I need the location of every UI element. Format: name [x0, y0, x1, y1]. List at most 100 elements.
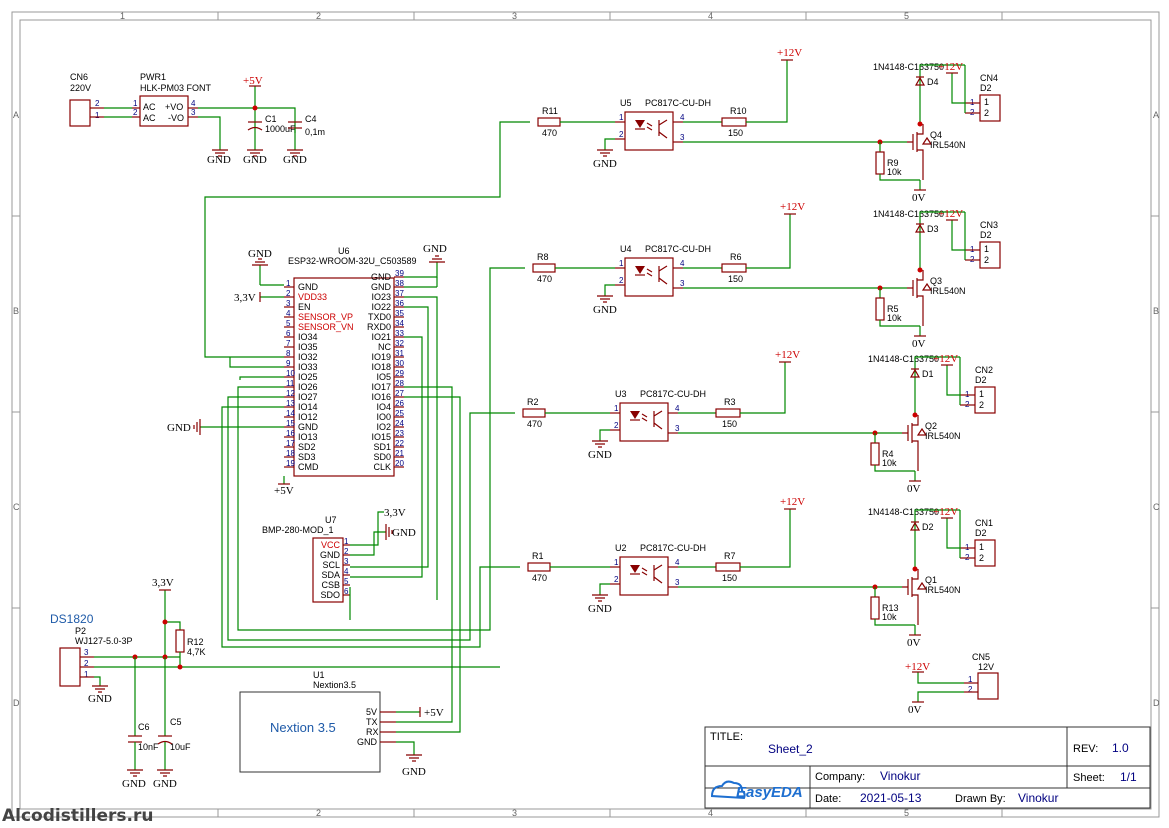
esp-pin-name: IO2 [376, 422, 391, 432]
light-arrows-icon [641, 567, 648, 576]
esp-pin-number: 29 [395, 369, 404, 378]
esp-pin-name: IO23 [371, 292, 391, 302]
input-resistor-value: 470 [532, 573, 547, 583]
light-arrows-icon [646, 122, 653, 131]
output-connector [979, 241, 1001, 269]
nextion-ref: U1 [313, 670, 325, 680]
esp-pin-number: 14 [286, 409, 295, 418]
output-resistor-value: 150 [722, 573, 737, 583]
wire [919, 211, 965, 222]
bmp280-module: U7 BMP-280-MOD_1 1VCC2GND3SCL4SDA5CSB6SD… [262, 507, 416, 603]
wire [951, 73, 965, 104]
phototransistor-icon [658, 119, 668, 139]
diode-ref: D4 [927, 77, 939, 87]
psu-gnd-1: GND [207, 154, 231, 166]
diode-icon [914, 223, 926, 233]
connector-ref: CN2 [975, 365, 993, 375]
diode-ref: D1 [922, 369, 934, 379]
bmp-pin-name: CSB [321, 580, 340, 590]
svg-text:1: 1 [968, 675, 973, 684]
esp-pin-number: 22 [395, 439, 404, 448]
junction [917, 267, 923, 273]
bmp-gnd-label: GND [392, 527, 416, 539]
esp-pin-number: 3 [286, 299, 291, 308]
svg-text:3: 3 [84, 648, 89, 657]
optocoupler-value: PC817C-CU-DH [640, 389, 706, 399]
svg-text:2: 2 [84, 659, 89, 668]
opto-gnd-label: GND [593, 158, 617, 170]
mosfet-ref: Q4 [930, 130, 942, 140]
p2-value: WJ127-5.0-3P [75, 636, 133, 646]
opto-pin-num: 4 [680, 113, 685, 122]
frame-col-3-bottom: 3 [512, 808, 517, 818]
tb-sheet-label: Sheet: [1073, 772, 1105, 784]
connector-ref: CN3 [980, 220, 998, 230]
c4-ref: C4 [305, 114, 317, 124]
frame-row-c-right: C [1153, 502, 1160, 512]
esp-pin-name: IO35 [298, 342, 318, 352]
opto-pin-num: 3 [680, 279, 685, 288]
esp-pin-number: 10 [286, 369, 295, 378]
pwr1-ac-1: AC [143, 102, 156, 112]
phototransistor-icon [658, 265, 668, 285]
frame-row-d: D [13, 698, 20, 708]
opto-pin-num: 1 [614, 404, 619, 413]
connector-12v-label: +12V [933, 353, 958, 365]
frame-col-2-bottom: 2 [316, 808, 321, 818]
esp-pin-name: IO17 [371, 382, 391, 392]
wire [879, 320, 920, 327]
esp-pin-number: 17 [286, 439, 295, 448]
nextion-body-label: Nextion 3.5 [270, 720, 336, 735]
esp-pin-name: IO16 [371, 392, 391, 402]
optocoupler-value: PC817C-CU-DH [640, 543, 706, 553]
bmp-pin-name: SCL [322, 560, 340, 570]
frame-col-5: 5 [904, 11, 909, 21]
bmp-pin-number: 4 [344, 567, 349, 576]
optocoupler-value: PC817C-CU-DH [645, 244, 711, 254]
frame-row-a-right: A [1153, 110, 1159, 120]
esp-pin-number: 5 [286, 319, 291, 328]
gate-resistor-ref: R9 [887, 158, 899, 168]
cn5-block: CN5 12V 12 +12V 0V [905, 652, 999, 716]
wire [914, 509, 960, 520]
nextion-5v-label: +5V [424, 707, 444, 719]
opto-gnd-label: GND [593, 304, 617, 316]
diode-value: 1N4148-C163750 [868, 354, 939, 364]
bmp-pin-number: 5 [344, 577, 349, 586]
wire [946, 365, 960, 396]
tb-sheet: 1/1 [1120, 770, 1137, 784]
tb-date: 2021-05-13 [860, 791, 922, 805]
esp-pin-name: GND [298, 422, 319, 432]
channel-12v-label: +12V [780, 201, 805, 213]
led-icon [630, 565, 640, 573]
tb-drawn: Vinokur [1018, 791, 1058, 805]
wire [874, 465, 915, 472]
phototransistor-icon [653, 410, 663, 430]
connector-value: D2 [980, 83, 992, 93]
esp-pin-name: SD3 [298, 452, 316, 462]
nextion-display: U1 Nextion3.5 Nextion 3.5 5V TX RX GND +… [239, 670, 444, 778]
watermark: Alcodistillers.ru [2, 806, 153, 826]
svg-text:1: 1 [95, 111, 100, 120]
gate-resistor-value: 10k [887, 313, 902, 323]
mcu-wiring [204, 121, 530, 733]
connector-12v-label: +12V [933, 506, 958, 518]
connector-ref: CN4 [980, 73, 998, 83]
optocoupler-value: PC817C-CU-DH [645, 98, 711, 108]
esp-pin-number: 32 [395, 339, 404, 348]
output-resistor-ref: R6 [730, 252, 742, 262]
esp-pin-number: 38 [395, 279, 404, 288]
input-resistor-ref: R8 [537, 252, 549, 262]
pwr1-ref: PWR1 [140, 72, 166, 82]
esp-pin-number: 11 [286, 379, 295, 388]
frame-row-b-right: B [1153, 306, 1159, 316]
optocoupler-body [619, 556, 669, 596]
tb-date-label: Date: [815, 793, 841, 805]
light-arrows-icon [641, 413, 648, 422]
svg-text:1: 1 [84, 670, 89, 679]
connector-value: D2 [975, 528, 987, 538]
wire [604, 284, 615, 296]
